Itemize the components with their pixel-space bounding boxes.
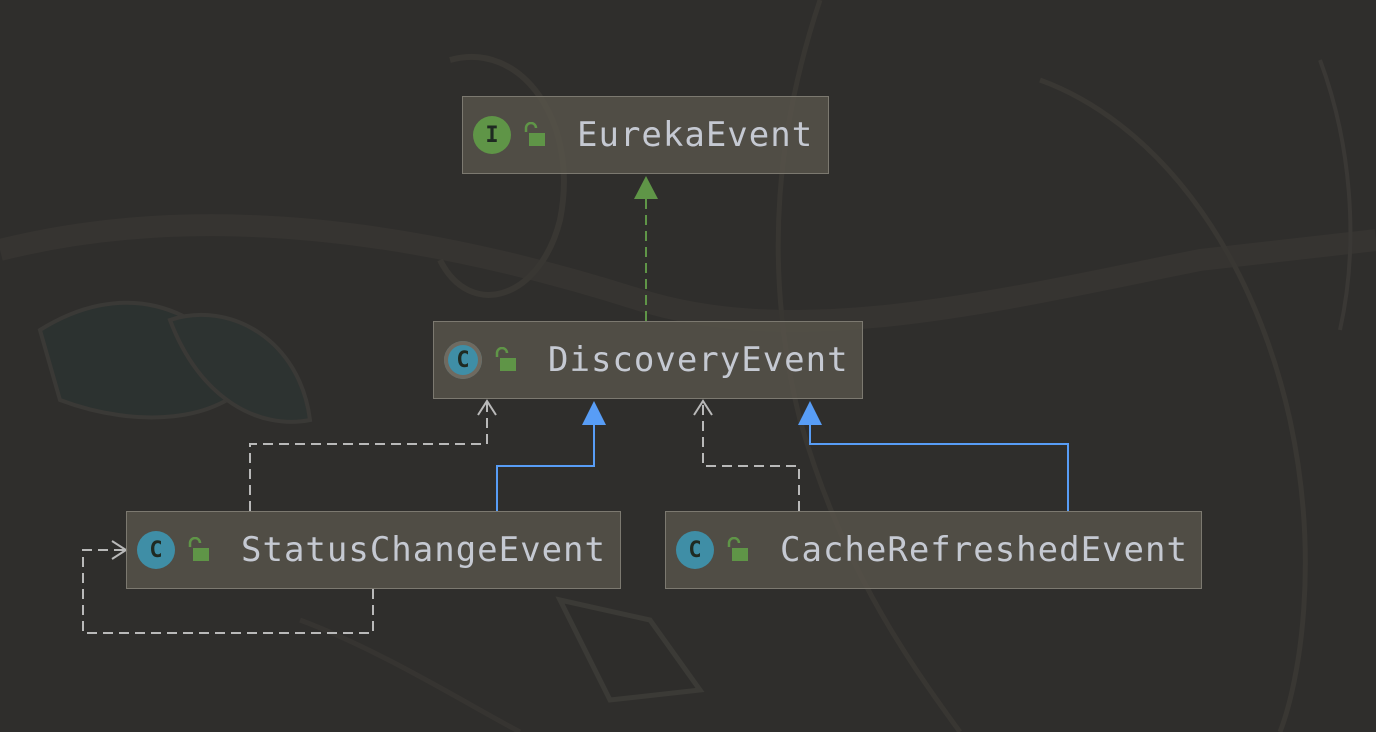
unlocked-icon: [727, 537, 748, 561]
node-cache-refreshed-event[interactable]: C CacheRefreshedEvent: [665, 511, 1202, 589]
node-discovery-event[interactable]: C DiscoveryEvent: [433, 321, 863, 399]
interface-icon: I: [473, 116, 511, 154]
node-label: DiscoveryEvent: [548, 340, 849, 380]
node-eureka-event[interactable]: I EurekaEvent: [462, 96, 829, 174]
edge-statuschange-extends-discovery: [496, 401, 606, 511]
uses-arrowhead: [477, 399, 497, 416]
node-label: StatusChangeEvent: [241, 530, 606, 570]
edge-statuschange-uses-discovery: [249, 399, 497, 511]
unlocked-icon: [188, 537, 209, 561]
edge-cache-extends-discovery: [798, 401, 1069, 511]
extends-arrowhead: [582, 401, 606, 425]
extends-arrowhead: [798, 401, 822, 425]
uses-arrowhead: [693, 399, 713, 416]
edge-cache-uses-discovery: [693, 399, 800, 511]
node-label: CacheRefreshedEvent: [780, 530, 1188, 570]
class-icon: C: [676, 531, 714, 569]
edge-discovery-implements-eureka: [634, 176, 658, 321]
node-label: EurekaEvent: [577, 115, 814, 155]
implements-arrowhead: [634, 176, 658, 199]
unlocked-icon: [495, 347, 516, 371]
class-icon: C: [137, 531, 175, 569]
unlocked-icon: [524, 122, 545, 146]
abstract-class-icon: C: [444, 341, 482, 379]
node-status-change-event[interactable]: C StatusChangeEvent: [126, 511, 621, 589]
